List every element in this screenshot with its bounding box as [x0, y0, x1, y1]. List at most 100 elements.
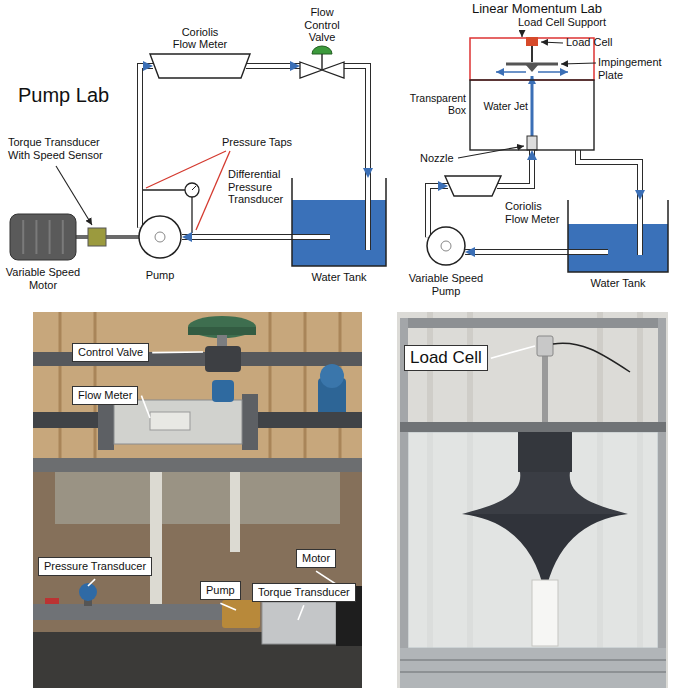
pipe-bore — [497, 150, 532, 186]
pipe — [578, 150, 640, 200]
tag-text: Flow Meter — [78, 389, 132, 402]
momentum-lab-photo-part — [400, 422, 666, 432]
momentum-lab-apparatus-part — [496, 71, 526, 73]
pipe-bore — [182, 235, 292, 239]
valve-actuator — [312, 46, 332, 54]
valve-body — [300, 62, 344, 78]
label-holder: Flow Control Valve — [296, 6, 348, 44]
label-holder: Pump Lab — [18, 84, 109, 107]
photo-tag: Pump — [200, 581, 241, 600]
water-tank-symbol — [292, 178, 386, 266]
momentum-lab-photo-part — [518, 432, 572, 472]
pipe — [140, 66, 153, 228]
pipe-wall — [182, 234, 292, 240]
label-holder: Linear Momentum Lab — [472, 2, 602, 17]
flow-meter: Coriolis Flow Meter — [445, 176, 501, 196]
momentum-lab-photo-part — [400, 660, 666, 672]
pump-lab-photo-part — [33, 312, 362, 462]
momentum-lab-apparatus-part — [538, 71, 568, 73]
drive-shaft — [76, 237, 139, 238]
transparent-box: Transparent Box — [470, 80, 594, 150]
pipe-bore — [140, 66, 153, 228]
label-holder: Pressure Taps — [222, 136, 292, 149]
label-holder: Water Tank — [292, 271, 386, 284]
section-title: Pump Lab — [18, 84, 109, 107]
tank-wall — [568, 200, 668, 272]
momentum-lab-photo-part — [658, 318, 666, 658]
label-holder: Variable Speed Motor — [1, 266, 85, 291]
label-holder: Transparent Box — [406, 92, 466, 116]
box-outline — [470, 80, 594, 150]
valve-stem — [321, 54, 322, 70]
pump-lab-photo-part — [262, 602, 336, 644]
label-holder: Load Cell — [566, 36, 612, 49]
pipe-bore — [465, 250, 568, 254]
pipe — [344, 66, 368, 178]
pipe-wall — [497, 150, 532, 186]
pump-lab-photo-part — [33, 458, 362, 472]
pump-lab-photo-part — [222, 600, 260, 628]
part-label: Coriolis Flow Meter — [505, 200, 565, 225]
pipe-bore — [292, 235, 330, 239]
pump-lab-instruments-part — [196, 151, 230, 230]
pump-symbol — [426, 226, 466, 266]
part-label: Differential Pressure Transducer — [228, 168, 288, 206]
photo-tag: Load Cell — [404, 345, 488, 371]
photo-tag: Motor — [296, 549, 336, 568]
pump-lab-instruments-part — [191, 197, 192, 233]
flow-meter-symbol — [150, 54, 250, 78]
pipe — [246, 66, 300, 67]
pump-lab-photo-part — [212, 380, 234, 402]
pump-symbol — [138, 215, 182, 259]
label-holder: Differential Pressure Transducer — [228, 168, 288, 206]
transparent-box-symbol — [470, 80, 594, 150]
part-label: Water Jet — [474, 100, 528, 112]
momentum-lab-photo-part — [400, 318, 666, 328]
pump-lab-photo-part — [205, 346, 241, 372]
section-title: Linear Momentum Lab — [472, 2, 602, 17]
pipe — [182, 237, 292, 238]
leader-line — [152, 351, 203, 353]
pipe-bore — [638, 200, 642, 255]
momentum-lab-apparatus-part — [525, 64, 539, 72]
momentum-lab-photo-part — [542, 356, 548, 422]
pipe-wall — [344, 66, 368, 178]
label-holder: Impingement Plate — [598, 56, 668, 81]
photo-tag: Pressure Transducer — [38, 557, 152, 576]
pipe — [497, 150, 532, 186]
pump-lab-instruments-part — [143, 189, 185, 190]
pump-lab-photo-part — [150, 412, 190, 430]
leader-line — [141, 396, 150, 418]
pipe-bore — [366, 178, 370, 250]
pump-lab-instruments-part — [146, 151, 226, 188]
photo-leaders — [88, 346, 535, 620]
torque-transducer-symbol-part — [88, 228, 106, 246]
torque-transducer-symbol — [88, 228, 106, 246]
motor-fin — [22, 220, 24, 254]
part-label: Flow Control Valve — [296, 6, 348, 44]
photo-tag: Flow Meter — [72, 386, 138, 405]
pump-lab-photo — [33, 312, 362, 688]
momentum-lab-photo-part — [408, 432, 658, 648]
label-holder: Coriolis Flow Meter — [170, 26, 230, 51]
label-holder: Water Tank — [568, 277, 668, 290]
momentum-lab-apparatus — [458, 30, 596, 158]
meter-body — [150, 54, 250, 78]
pump-hub — [441, 241, 451, 251]
pump-lab-photo-part — [188, 316, 256, 338]
meter-body — [445, 176, 501, 196]
pipe-wall — [246, 63, 300, 69]
pump-lab-photo-part — [33, 312, 362, 688]
pipe-wall — [637, 200, 643, 255]
pump-lab-photo-part — [242, 394, 258, 450]
pump-lab-photo-part — [55, 472, 340, 524]
water-tank: Water Tank — [568, 200, 668, 272]
pump-lab-photo-part — [150, 472, 162, 608]
label-holder: Pump — [135, 269, 185, 282]
part-label: Variable Speed Motor — [1, 266, 85, 291]
pump-lab-photo-part — [320, 364, 344, 388]
leader-line — [220, 603, 236, 610]
momentum-lab-photo-part — [537, 336, 553, 356]
label-holder: Load Cell Support — [518, 16, 606, 29]
label-holder: Variable Speed Pump — [401, 272, 491, 297]
